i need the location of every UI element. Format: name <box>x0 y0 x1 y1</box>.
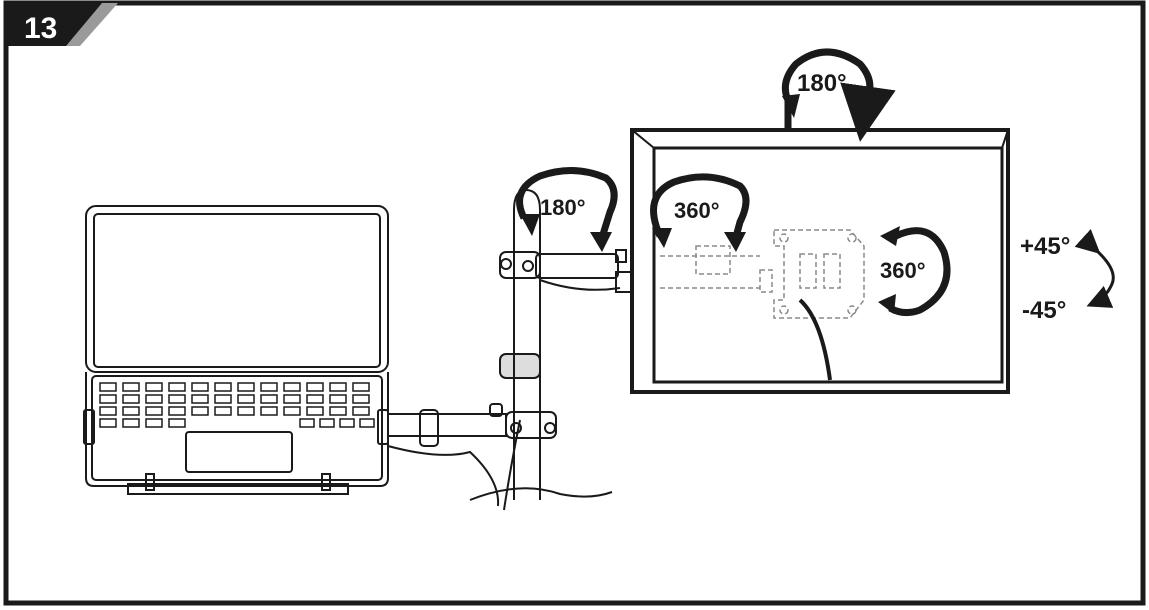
keyboard-key <box>237 382 255 392</box>
keyboard-key <box>306 382 324 392</box>
keyboard-key <box>99 382 117 392</box>
keyboard-key <box>237 394 255 404</box>
keyboard-key <box>329 382 347 392</box>
keyboard-key <box>99 418 117 428</box>
keyboard-key <box>352 394 370 404</box>
keyboard-key <box>122 418 140 428</box>
keyboard-key <box>191 382 209 392</box>
keyboard-key <box>260 394 278 404</box>
keyboard-key <box>168 418 186 428</box>
tilt-up-label: +45° <box>1020 233 1070 260</box>
keyboard-key <box>145 406 163 416</box>
tilt-down-label: -45° <box>1022 297 1066 324</box>
keyboard-key <box>260 382 278 392</box>
rotation-label-pole-joint: 180° <box>540 195 586 220</box>
rotation-arrow-arm-joint: 360° <box>650 173 750 252</box>
step-number: 13 <box>24 12 57 45</box>
keyboard-key <box>214 406 232 416</box>
keyboard-key <box>339 418 355 428</box>
mount-pole-and-arms <box>387 188 633 511</box>
keyboard-key <box>260 406 278 416</box>
vesa-plate-through-screen <box>660 229 865 381</box>
keyboard-key <box>306 394 324 404</box>
keyboard-key <box>329 406 347 416</box>
rotation-label-monitor-top: 180° <box>797 70 847 97</box>
laptop-illustration <box>83 205 389 495</box>
keyboard-key <box>168 382 186 392</box>
keyboard-key <box>319 418 335 428</box>
keyboard-key <box>352 406 370 416</box>
keyboard-key <box>168 394 186 404</box>
keyboard-key <box>145 382 163 392</box>
keyboard-key <box>122 382 140 392</box>
keyboard-key <box>99 394 117 404</box>
rotation-label-arm-joint: 360° <box>674 198 720 223</box>
keyboard-key <box>329 394 347 404</box>
keyboard-key <box>145 394 163 404</box>
keyboard-key <box>122 394 140 404</box>
keyboard-key <box>99 406 117 416</box>
keyboard-key <box>283 382 301 392</box>
rotation-arrow-vesa-plate: 360° <box>878 226 951 317</box>
keyboard-key <box>306 406 324 416</box>
keyboard-key <box>191 394 209 404</box>
keyboard-key <box>191 406 209 416</box>
rotation-arrow-monitor-top: 180° <box>781 48 896 142</box>
keyboard-key <box>359 418 375 428</box>
keyboard-keys <box>99 382 375 428</box>
step-badge: 13 <box>6 3 118 46</box>
keyboard-key <box>122 406 140 416</box>
keyboard-key <box>168 406 186 416</box>
keyboard-key <box>352 382 370 392</box>
keyboard-key <box>214 394 232 404</box>
keyboard-key <box>145 418 163 428</box>
keyboard-key <box>214 382 232 392</box>
keyboard-key <box>237 406 255 416</box>
keyboard-key <box>283 394 301 404</box>
tilt-arrow: +45° -45° <box>1020 229 1115 324</box>
keyboard-key <box>299 418 315 428</box>
rotation-label-vesa-plate: 360° <box>880 258 926 283</box>
rotation-arrow-pole-joint: 180° <box>516 166 618 252</box>
diagram-border <box>3 0 1146 606</box>
monitor-illustration <box>630 128 1010 394</box>
keyboard-key <box>283 406 301 416</box>
